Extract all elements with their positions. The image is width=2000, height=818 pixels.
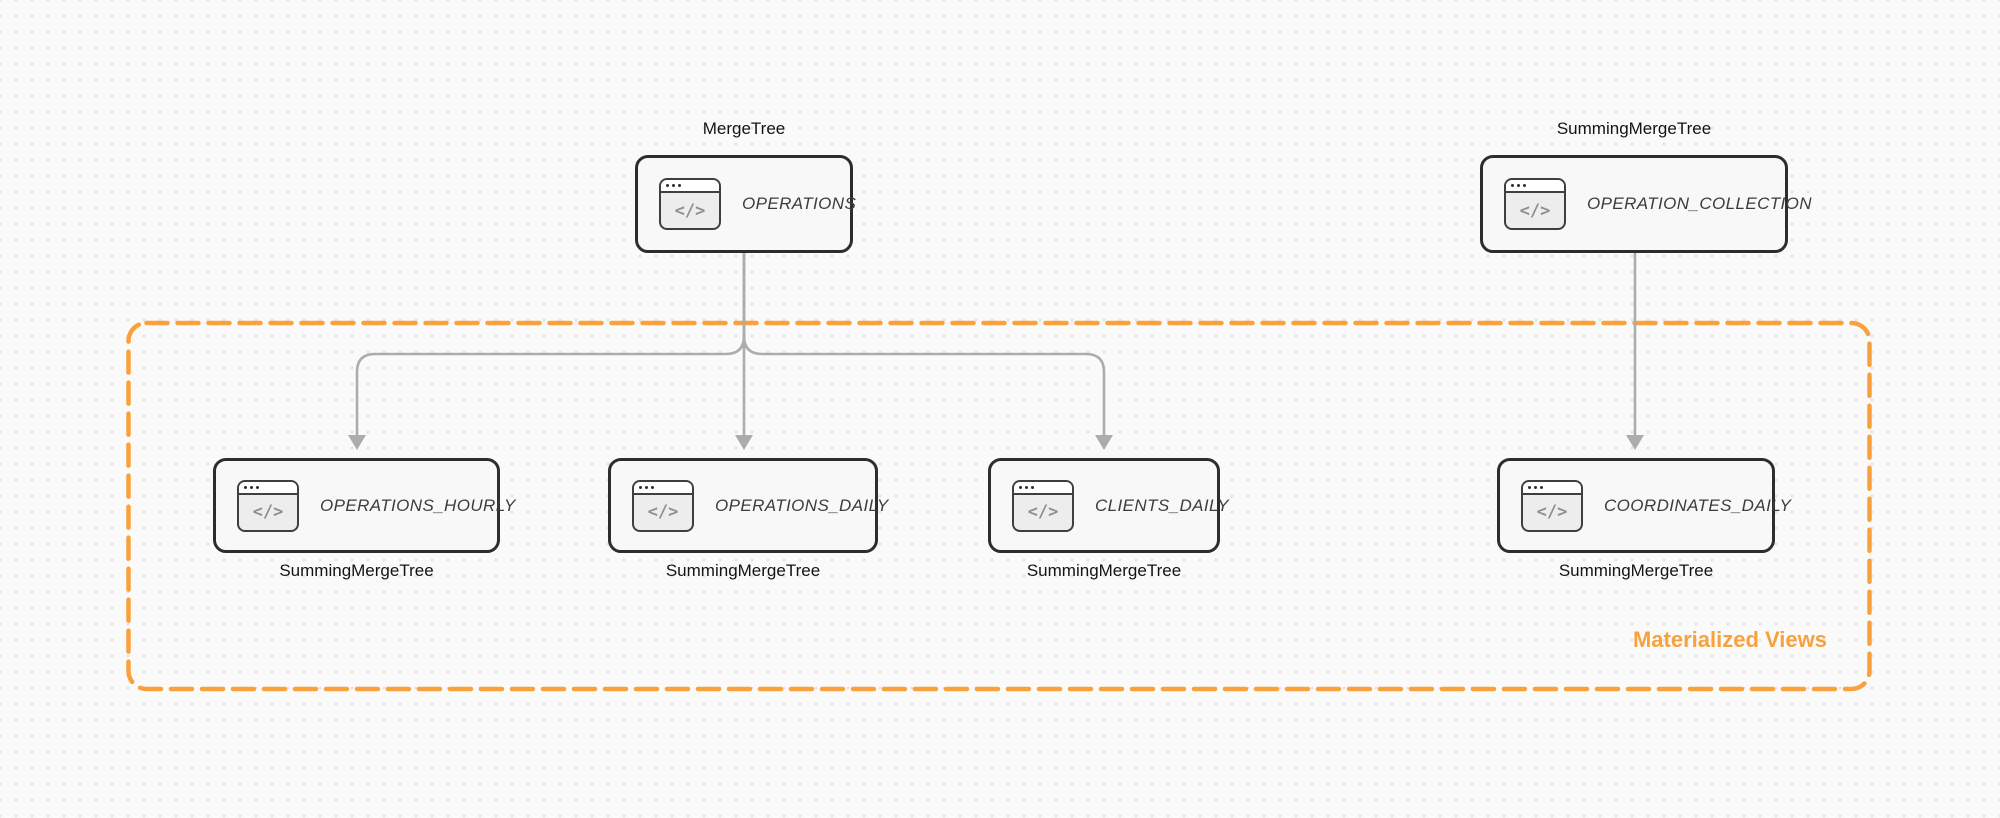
code-window-icon: </> <box>237 479 299 532</box>
engine-label-coordinates-daily: SummingMergeTree <box>1558 561 1714 580</box>
window-dots <box>634 481 692 495</box>
code-glyph: </> <box>252 502 284 522</box>
node-title: OPERATION_COLLECTION <box>1587 194 1812 213</box>
window-dots <box>239 481 297 495</box>
window-dots <box>1523 481 1581 495</box>
code-window-icon: </> <box>659 178 721 230</box>
code-glyph: </> <box>674 200 706 221</box>
arrowhead-coordinates-daily <box>1626 435 1644 450</box>
node-title: OPERATIONS_DAILY <box>715 495 889 515</box>
code-glyph: </> <box>1519 200 1551 221</box>
code-glyph: </> <box>1536 502 1568 522</box>
code-window-icon: </> <box>632 479 694 532</box>
engine-label-operation-collection: SummingMergeTree <box>1556 119 1712 138</box>
code-window-icon: </> <box>1521 479 1583 532</box>
node-operations-hourly[interactable]: </> OPERATIONS_HOURLY <box>213 458 515 553</box>
arrowhead-clients-daily <box>1095 435 1113 450</box>
node-title: CLIENTS_DAILY <box>1095 495 1230 515</box>
engine-label-operations-hourly: SummingMergeTree <box>279 561 434 580</box>
node-operation-collection[interactable]: </> OPERATION_COLLECTION <box>1480 155 1812 253</box>
node-title: COORDINATES_DAILY <box>1604 495 1792 515</box>
node-operations-daily[interactable]: </> OPERATIONS_DAILY <box>608 458 888 553</box>
arrowhead-operations-hourly <box>348 435 366 450</box>
code-glyph: </> <box>647 502 679 522</box>
window-dots <box>661 180 719 193</box>
materialized-views-label: Materialized Views <box>1632 627 1827 652</box>
window-dots <box>1014 481 1072 495</box>
node-title: OPERATIONS <box>742 194 857 213</box>
engine-label-operations: MergeTree <box>702 119 786 138</box>
node-clients-daily[interactable]: </> CLIENTS_DAILY <box>988 458 1229 553</box>
engine-label-clients-daily: SummingMergeTree <box>1026 561 1182 580</box>
node-operations[interactable]: </> OPERATIONS <box>635 155 857 253</box>
window-dots <box>1506 180 1564 193</box>
code-window-icon: </> <box>1504 178 1566 230</box>
node-coordinates-daily[interactable]: </> COORDINATES_DAILY <box>1497 458 1791 553</box>
node-title: OPERATIONS_HOURLY <box>320 495 516 515</box>
arrowhead-operations-daily <box>735 435 753 450</box>
materialized-views-frame[interactable] <box>126 320 1872 692</box>
arrow-operations-to-operations-hourly[interactable] <box>355 251 746 438</box>
engine-label-operations-daily: SummingMergeTree <box>665 561 821 580</box>
code-glyph: </> <box>1027 502 1059 522</box>
arrow-operations-to-clients-daily[interactable] <box>742 334 1106 438</box>
code-window-icon: </> <box>1012 479 1074 532</box>
